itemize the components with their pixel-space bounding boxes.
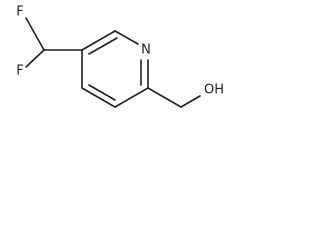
bond-c2-c3 — [114, 87, 149, 108]
molecule-structure-diagram: F F N OH — [16, 5, 224, 108]
bond-c3-c4 — [81, 87, 116, 108]
bond-c-f-top — [25, 17, 45, 51]
bond-ch2-oh — [180, 95, 201, 108]
bond-c-f-bottom — [25, 49, 45, 68]
bond-c5-c6-double — [88, 37, 118, 55]
ring-nitrogen-label: N — [141, 43, 151, 58]
bond-c2-ch2 — [147, 87, 182, 108]
fluorine-bottom-label: F — [16, 64, 23, 79]
bond-c6-n — [114, 30, 139, 45]
bond-c3-c4-double — [88, 84, 116, 101]
hydroxyl-label: OH — [204, 83, 224, 98]
fluorine-top-label: F — [16, 5, 23, 20]
bond-c5-c6 — [81, 30, 116, 51]
